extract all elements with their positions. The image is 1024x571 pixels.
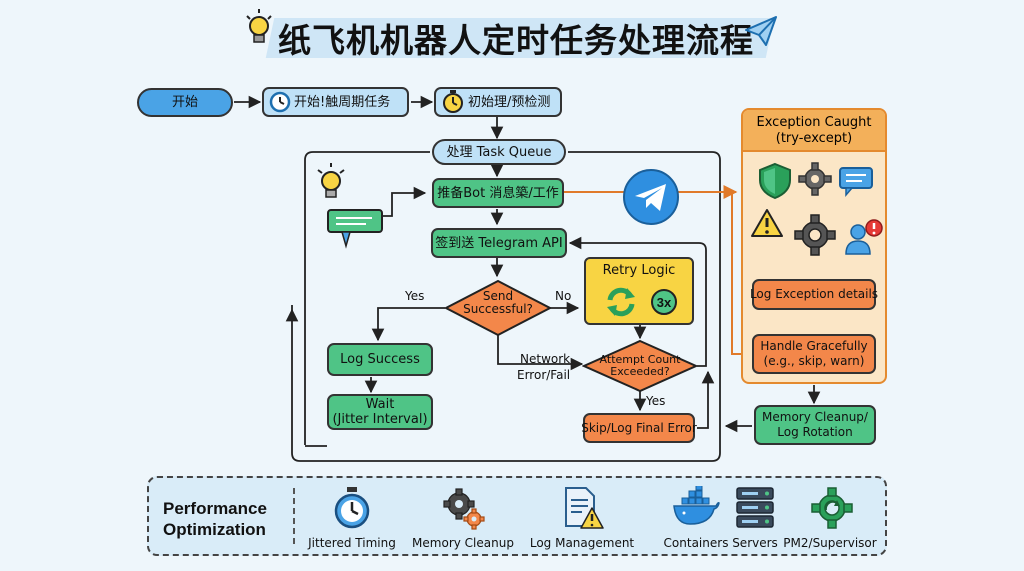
trigger-node: 开始!触周期任务 <box>262 87 409 117</box>
perf-label: Log Management <box>529 536 635 550</box>
network-error-label: Network Error/Fail <box>517 351 570 383</box>
page-title: 纸飞机机器人定时任务处理流程 <box>278 21 754 60</box>
attempt-line1: Attempt Count <box>599 353 681 366</box>
exception-header: Exception Caught (try-except) <box>743 110 885 152</box>
yes-down-label: Yes <box>646 394 666 408</box>
attempt-line2: Exceeded? <box>610 365 670 378</box>
refresh-icon <box>607 287 635 317</box>
network-line1: Network <box>520 352 571 366</box>
retry-badge-text: 3x <box>656 295 672 310</box>
clock-icon <box>269 91 291 113</box>
memory-cleanup-node: Memory Cleanup/ Log Rotation <box>754 405 876 445</box>
init-node: 初始理/预检测 <box>434 87 562 117</box>
telegram-logo-icon <box>623 169 679 225</box>
skip-final-error-node: Skip/Log Final Error <box>581 413 697 443</box>
log-success-node: Log Success <box>327 343 433 376</box>
idea-bulb-icon <box>317 163 345 198</box>
title-area: 纸飞机机器人定时任务处理流程 <box>246 8 777 60</box>
performance-title-line2: Optimization <box>163 520 266 539</box>
log-exception-node: Log Exception details <box>750 279 878 310</box>
no-right-label: No <box>555 289 572 303</box>
wait-jitter-node: Wait (Jitter Interval) <box>327 394 433 430</box>
stopwatch-small-icon <box>443 90 463 113</box>
gear-icon <box>798 162 832 196</box>
user-alert-icon <box>845 219 883 255</box>
docker-whale-icon <box>673 486 720 525</box>
perf-item-pm2-supervisor: PM2/Supervisor <box>775 484 885 550</box>
start-node: 开始 <box>137 88 233 117</box>
central-gear-icon <box>794 214 836 256</box>
attempt-count-decision <box>582 339 698 393</box>
wait-line2: (Jitter Interval) <box>332 412 428 427</box>
gears-icon <box>443 488 485 530</box>
handle-line2: (e.g., skip, warn) <box>763 354 865 368</box>
chat-bubble-icon <box>839 167 873 198</box>
handle-gracefully-node: Handle Gracefully (e.g., skip, warn) <box>752 334 876 374</box>
gear-refresh-icon <box>811 487 853 529</box>
init-label: 初始理/预检测 <box>468 94 551 110</box>
chat-message-icon <box>327 209 383 249</box>
retry-count-badge <box>651 289 677 315</box>
perf-item-log-management: Log Management <box>527 484 637 550</box>
push-message-node: 推备Bot 消息築/工作 <box>432 178 564 208</box>
attempt-decision-label: Attempt Count Exceeded? <box>594 354 686 378</box>
wait-line1: Wait <box>365 397 395 412</box>
perf-item-jittered-timing: Jittered Timing <box>297 484 407 550</box>
lightbulb-icon <box>246 9 272 43</box>
send-decision-line1: Send <box>482 289 514 303</box>
stopwatch-icon <box>334 487 370 529</box>
send-decision-line2: Successful? <box>463 302 533 316</box>
performance-title-line1: Performance <box>163 499 267 518</box>
trigger-label: 开始!触周期任务 <box>294 94 391 110</box>
perf-label: Memory Cleanup <box>412 536 514 550</box>
performance-title: Performance Optimization <box>163 498 267 540</box>
performance-panel: Performance Optimization Jittered Timing <box>147 476 887 556</box>
retry-title: Retry Logic <box>602 263 676 278</box>
send-telegram-node: 签到送 Telegram API <box>431 228 567 258</box>
performance-separator <box>293 488 295 544</box>
shield-icon <box>759 162 791 200</box>
memory-line1: Memory Cleanup/ <box>762 410 868 424</box>
exception-head-line2: (try-except) <box>775 131 853 146</box>
perf-label: Jittered Timing <box>308 536 396 550</box>
perf-label: Servers <box>732 536 778 550</box>
yes-left-label: Yes <box>405 289 425 303</box>
retry-logic-box: Retry Logic 3x <box>584 257 694 325</box>
warning-icon <box>751 209 783 237</box>
paper-plane-icon <box>745 16 777 46</box>
perf-item-memory-cleanup: Memory Cleanup <box>408 484 518 550</box>
server-rack-icon <box>736 487 774 528</box>
perf-label: PM2/Supervisor <box>783 536 877 550</box>
exception-head-line1: Exception Caught <box>756 115 872 130</box>
perf-item-servers-box: Servers <box>700 484 810 550</box>
document-warning-icon <box>565 487 604 529</box>
memory-line2: Log Rotation <box>777 425 853 439</box>
send-success-decision <box>444 279 552 337</box>
task-queue-node: 处理 Task Queue <box>432 139 566 165</box>
perf-item-containers: Containers <box>641 484 751 550</box>
perf-label: Containers <box>663 536 729 550</box>
send-decision-label: Send Successful? <box>454 290 542 316</box>
network-line2: Error/Fail <box>517 368 571 382</box>
handle-line1: Handle Gracefully <box>760 339 868 353</box>
